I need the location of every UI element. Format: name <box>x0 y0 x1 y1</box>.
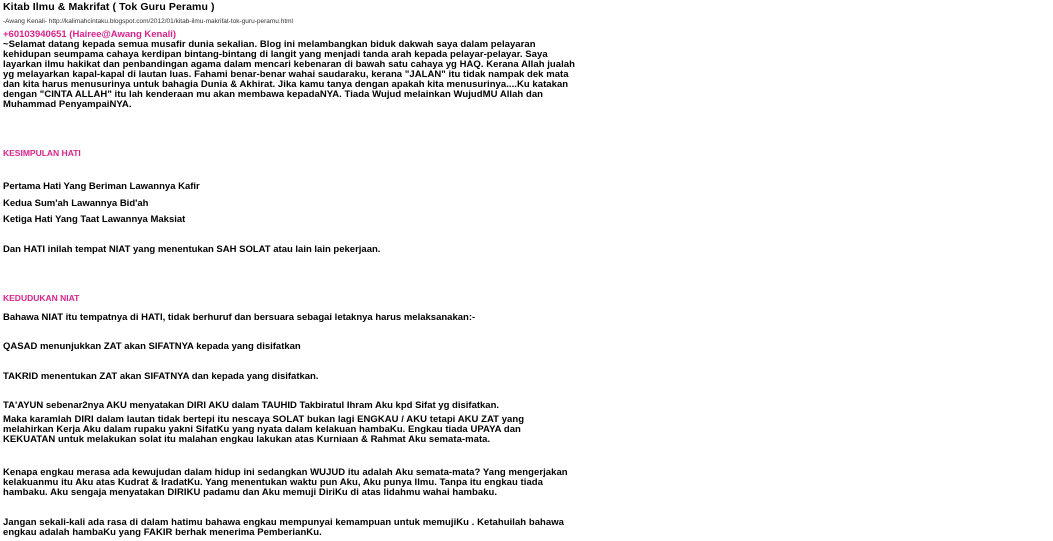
intro-line: layarkan ilmu hakikat dan penbandingan a… <box>3 59 575 70</box>
page-title: Kitab Ilmu & Makrifat ( Tok Guru Peramu … <box>3 1 215 13</box>
paragraph-line: engkau adalah hambaKu yang FAKIR berhak … <box>3 527 322 538</box>
paragraph: TAKRID menentukan ZAT akan SIFATNYA dan … <box>3 371 319 382</box>
paragraph-line: Kenapa engkau merasa ada kewujudan dalam… <box>3 467 568 478</box>
intro-line: dan kita harus menusurinya untuk bahagia… <box>3 79 569 90</box>
intro-line: dengan "CINTA ALLAH" itu lah kenderaan m… <box>3 89 544 100</box>
intro-line: yg melayarkan kapal-kapal di lautan luas… <box>3 69 569 80</box>
paragraph: Jangan sekali-kali ada rasa di dalam hat… <box>3 518 564 538</box>
intro-line: ~Selamat datang kepada semua musafir dun… <box>3 39 536 50</box>
intro-paragraph: ~Selamat datang kepada semua musafir dun… <box>3 40 575 110</box>
paragraph: TA'AYUN sebenar2nya AKU menyatakan DIRI … <box>3 400 500 411</box>
paragraph-line: KEKUATAN untuk melakukan solat itu malah… <box>3 434 491 445</box>
paragraph-line: kelakuanmu itu Aku atas Kudrat & IradatK… <box>3 477 543 488</box>
section1-conclusion: Dan HATI inilah tempat NIAT yang menentu… <box>3 244 381 255</box>
paragraph-line: hambaku. Aku sengaja menyatakan DIRIKU p… <box>3 487 498 498</box>
list-item: Pertama Hati Yang Beriman Lawannya Kafir <box>3 181 200 192</box>
paragraph: Kenapa engkau merasa ada kewujudan dalam… <box>3 468 568 498</box>
source-line: -Awang Kenali- http://kalimahcintaku.blo… <box>3 18 293 25</box>
section-heading-kesimpulan-hati: KESIMPULAN HATI <box>3 148 81 158</box>
intro-line: kehidupan seumpama cahaya kerdipan binta… <box>3 49 548 60</box>
section-heading-kedudukan-niat: KEDUDUKAN NIAT <box>3 293 80 303</box>
paragraph-line: Jangan sekali-kali ada rasa di dalam hat… <box>3 517 564 528</box>
list-item: Kedua Sum'ah Lawannya Bid'ah <box>3 198 149 209</box>
paragraph: Bahawa NIAT itu tempatnya di HATI, tidak… <box>3 312 476 323</box>
paragraph-line: melahirkan Kerja Aku dalam rupaku yakni … <box>3 424 521 435</box>
list-item: Ketiga Hati Yang Taat Lawannya Maksiat <box>3 214 186 225</box>
intro-line: Muhammad PenyampaiNYA. <box>3 99 132 110</box>
paragraph-line: Maka karamlah DIRI dalam lautan tidak be… <box>3 414 525 425</box>
paragraph: Maka karamlah DIRI dalam lautan tidak be… <box>3 415 524 445</box>
paragraph: QASAD menunjukkan ZAT akan SIFATNYA kepa… <box>3 341 301 352</box>
contact-phone: +60103940651 (Hairee@Awang Kenali) <box>3 29 177 40</box>
